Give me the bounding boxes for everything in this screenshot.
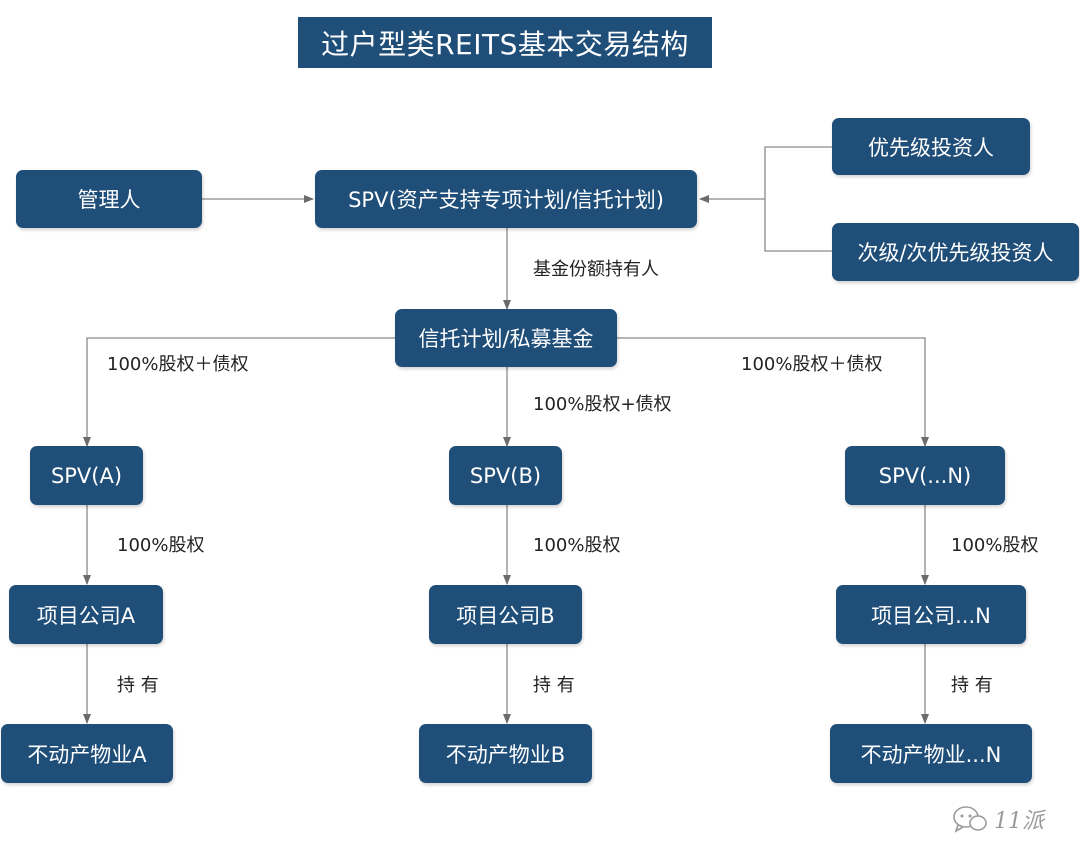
node-company-b: 项目公司B [429, 585, 582, 644]
node-spv-n: SPV(...N) [845, 446, 1005, 505]
node-property-n: 不动产物业...N [830, 724, 1032, 783]
node-spv-b: SPV(B) [449, 446, 562, 505]
label-equity-n: 100%股权 [951, 535, 1039, 556]
label-hold-n: 持 有 [951, 675, 993, 696]
node-property-b: 不动产物业B [419, 724, 592, 783]
node-senior-investor: 优先级投资人 [832, 118, 1030, 175]
edge-trust-spva [83, 337, 395, 447]
node-junior-investor: 次级/次优先级投资人 [832, 223, 1079, 281]
node-company-n: 项目公司...N [836, 585, 1026, 644]
label-equity-a: 100%股权 [117, 535, 205, 556]
label-hold-b: 持 有 [533, 675, 575, 696]
label-fund-holder: 基金份额持有人 [533, 259, 659, 280]
label-equity-b: 100%股权 [533, 535, 621, 556]
label-equity-debt-right: 100%股权＋债权 [741, 354, 883, 375]
node-property-a: 不动产物业A [1, 724, 173, 783]
diagram-title: 过户型类REITS基本交易结构 [298, 17, 712, 68]
label-hold-a: 持 有 [117, 675, 159, 696]
wechat-icon [953, 806, 987, 833]
watermark: 11派 [952, 802, 1044, 836]
label-equity-debt-mid: 100%股权+债权 [533, 394, 672, 415]
node-manager: 管理人 [16, 170, 202, 228]
watermark-text: 11派 [994, 809, 1044, 834]
node-company-a: 项目公司A [9, 585, 163, 644]
edge-investors-bracket [764, 146, 832, 252]
edge-trust-spvn [617, 337, 929, 447]
node-spv-a: SPV(A) [30, 446, 143, 505]
node-trust-fund: 信托计划/私募基金 [395, 309, 617, 367]
label-equity-debt-left: 100%股权＋债权 [107, 354, 249, 375]
node-spv-top: SPV(资产支持专项计划/信托计划) [315, 170, 697, 228]
